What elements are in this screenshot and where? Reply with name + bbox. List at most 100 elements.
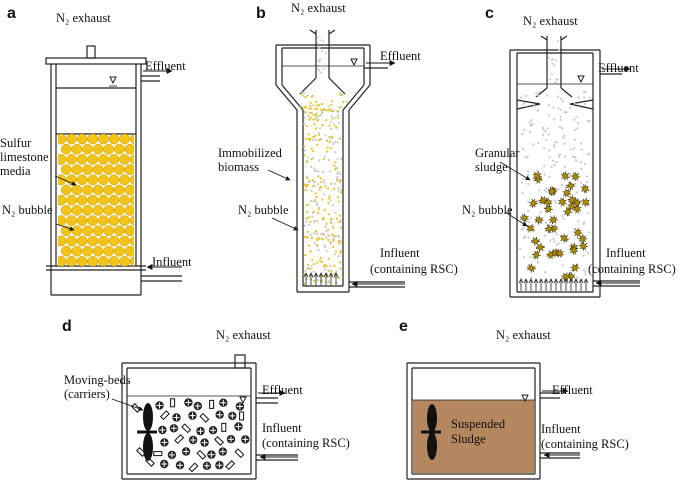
biomass-particle bbox=[312, 135, 315, 139]
biomass-particle bbox=[332, 142, 335, 145]
water-level-icon bbox=[109, 76, 117, 85]
sludge-granule bbox=[543, 197, 553, 207]
biomass-particle bbox=[321, 232, 324, 235]
sludge-granule bbox=[547, 186, 557, 196]
gas-bubble bbox=[577, 96, 580, 99]
media-sphere bbox=[113, 184, 125, 196]
bubble-label: N₂ bubble bbox=[462, 203, 513, 217]
mixer-icon bbox=[137, 403, 157, 461]
gas-bubble bbox=[543, 173, 546, 176]
gas-bubble bbox=[556, 95, 560, 98]
carrier bbox=[169, 424, 179, 433]
gas-bubble bbox=[579, 161, 583, 164]
sludge-granule bbox=[578, 241, 588, 251]
gas-bubble bbox=[568, 173, 572, 176]
media-sphere bbox=[58, 134, 67, 145]
gas-bubble bbox=[570, 148, 573, 151]
carrier bbox=[193, 401, 202, 411]
gas-bubble bbox=[579, 142, 583, 145]
biomass-particle bbox=[321, 108, 324, 111]
sludge-label-1: Granular bbox=[475, 146, 520, 160]
diffuser-jet-head bbox=[533, 278, 539, 284]
biomass-particle bbox=[306, 236, 309, 239]
biomass-particle bbox=[303, 111, 306, 114]
gas-bubble bbox=[550, 59, 553, 61]
media-sphere bbox=[119, 134, 130, 145]
biomass-particle bbox=[312, 113, 315, 116]
biomass-particle bbox=[321, 124, 324, 127]
sludge-granule bbox=[532, 171, 542, 181]
biomass-particle bbox=[314, 170, 317, 173]
biomass-particle bbox=[319, 181, 322, 184]
gas-bubble bbox=[553, 64, 556, 67]
gas-bubble bbox=[523, 236, 526, 239]
carrier bbox=[208, 426, 218, 435]
media-sphere bbox=[119, 256, 130, 266]
media-sphere bbox=[92, 143, 104, 155]
panel-b: b N₂ exhaust bbox=[218, 1, 458, 293]
gas-bubble bbox=[563, 111, 567, 114]
gas-bubble bbox=[553, 118, 556, 121]
exhaust-label: N₂ exhaust bbox=[56, 11, 111, 25]
sludge-granule bbox=[571, 171, 580, 182]
gas-bubble bbox=[577, 220, 580, 223]
biomass-particle bbox=[314, 127, 317, 130]
biomass-particle bbox=[332, 109, 335, 113]
gas-bubble bbox=[584, 273, 587, 276]
gas-bubble bbox=[527, 173, 530, 176]
influent-label-2: (containing RSC) bbox=[262, 436, 350, 450]
media-sphere bbox=[87, 235, 99, 247]
media-sphere bbox=[129, 154, 134, 165]
media-sphere bbox=[71, 205, 83, 216]
biomass-particle bbox=[327, 105, 330, 108]
biomass-particle bbox=[332, 245, 335, 248]
biomass-particle bbox=[308, 216, 311, 219]
media-sphere bbox=[60, 164, 72, 175]
biomass-particle bbox=[336, 276, 340, 279]
gas-bubble bbox=[584, 163, 587, 166]
influent-label-2: (containing RSC) bbox=[588, 262, 676, 276]
gas-bubble bbox=[560, 127, 564, 130]
biomass-particle bbox=[339, 267, 342, 270]
gas-bubble bbox=[317, 42, 320, 45]
carriers-label-2: (carriers) bbox=[64, 387, 110, 401]
biomass-particle bbox=[303, 183, 306, 186]
biomass-particle bbox=[316, 239, 319, 242]
gas-bubble bbox=[317, 59, 320, 62]
biomass-particle bbox=[324, 134, 327, 137]
biomass-particle bbox=[316, 108, 319, 111]
biomass-particle bbox=[333, 253, 336, 256]
biomass-particle bbox=[338, 137, 341, 140]
biomass-particle bbox=[313, 184, 316, 187]
gas-bubble bbox=[539, 211, 542, 214]
gas-bubble bbox=[552, 106, 555, 109]
sludge-granule bbox=[578, 234, 588, 244]
biomass-particle bbox=[325, 119, 328, 122]
biomass-particle bbox=[303, 282, 306, 285]
diffuser-jet-head bbox=[543, 278, 549, 284]
media-sphere bbox=[66, 134, 77, 145]
gas-bubble bbox=[555, 243, 558, 246]
carrier bbox=[239, 411, 245, 421]
media-sphere bbox=[71, 164, 83, 175]
carriers-pointer bbox=[111, 398, 144, 411]
gas-bubble bbox=[319, 58, 322, 60]
biomass-particle bbox=[325, 139, 328, 142]
carrier bbox=[136, 447, 146, 457]
biomass-particle bbox=[313, 279, 316, 282]
gas-bubble bbox=[550, 185, 553, 188]
biomass-particle bbox=[312, 104, 315, 107]
biomass-particle bbox=[305, 220, 308, 223]
biomass-particle bbox=[323, 268, 326, 271]
biomass-particle bbox=[314, 192, 318, 195]
biomass-particle bbox=[337, 186, 340, 189]
sludge-granule bbox=[559, 233, 569, 243]
sludge-granule bbox=[535, 242, 545, 252]
biomass-particle bbox=[333, 276, 336, 279]
influent-label-1: Influent bbox=[606, 246, 646, 260]
media-sphere bbox=[124, 184, 134, 196]
biomass-particle bbox=[318, 104, 321, 107]
influent-label-1: Influent bbox=[262, 421, 302, 435]
gas-bubble bbox=[553, 146, 556, 149]
biomass-particle bbox=[316, 143, 319, 147]
